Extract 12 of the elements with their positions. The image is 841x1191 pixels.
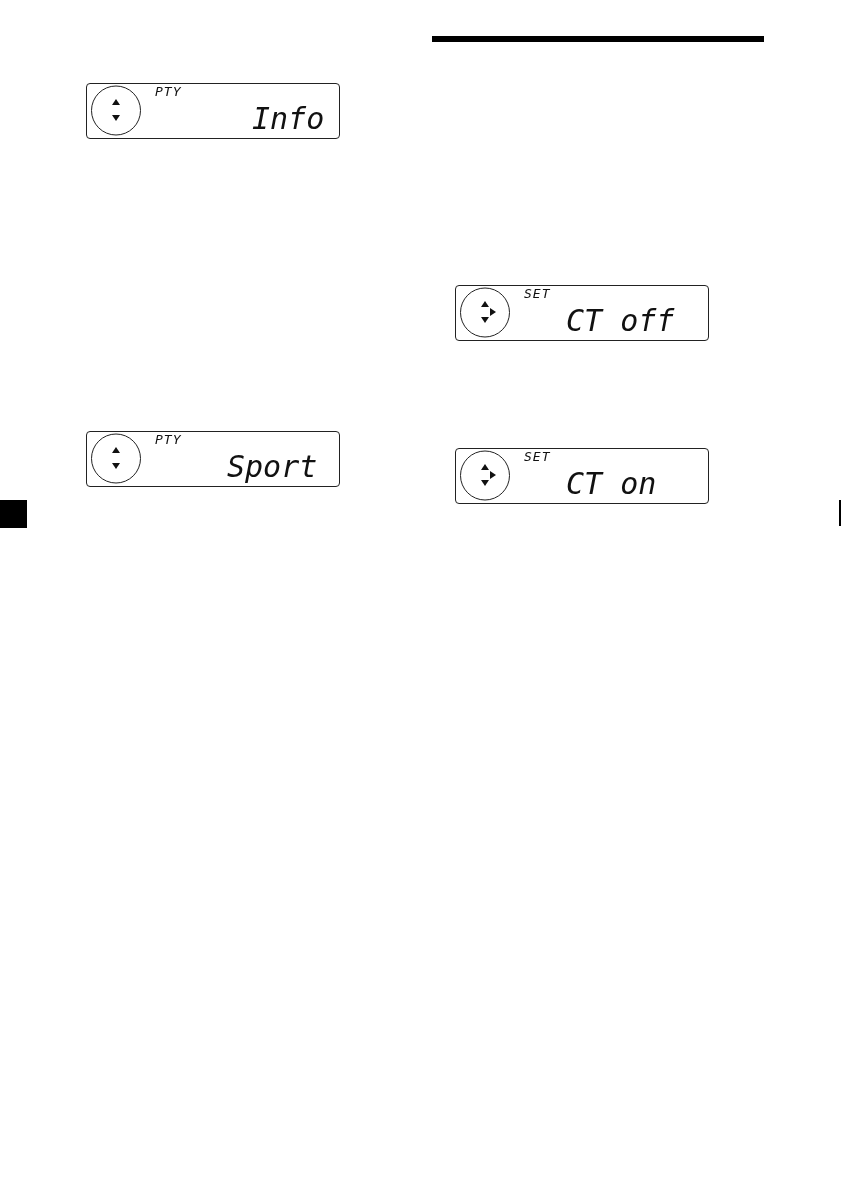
display-text: Sport — [227, 450, 318, 484]
lcd-display — [455, 285, 709, 341]
display-text: CT on — [566, 467, 657, 501]
lcd-display — [455, 448, 709, 504]
lcd-display — [86, 431, 340, 487]
mode-indicator: SET — [524, 286, 551, 302]
mode-indicator: SET — [524, 449, 551, 465]
display-text: CT off — [566, 304, 675, 338]
mode-indicator: PTY — [155, 432, 182, 448]
lcd-display — [86, 83, 340, 139]
mode-indicator: PTY — [155, 84, 182, 100]
display-text: Info — [252, 102, 325, 136]
